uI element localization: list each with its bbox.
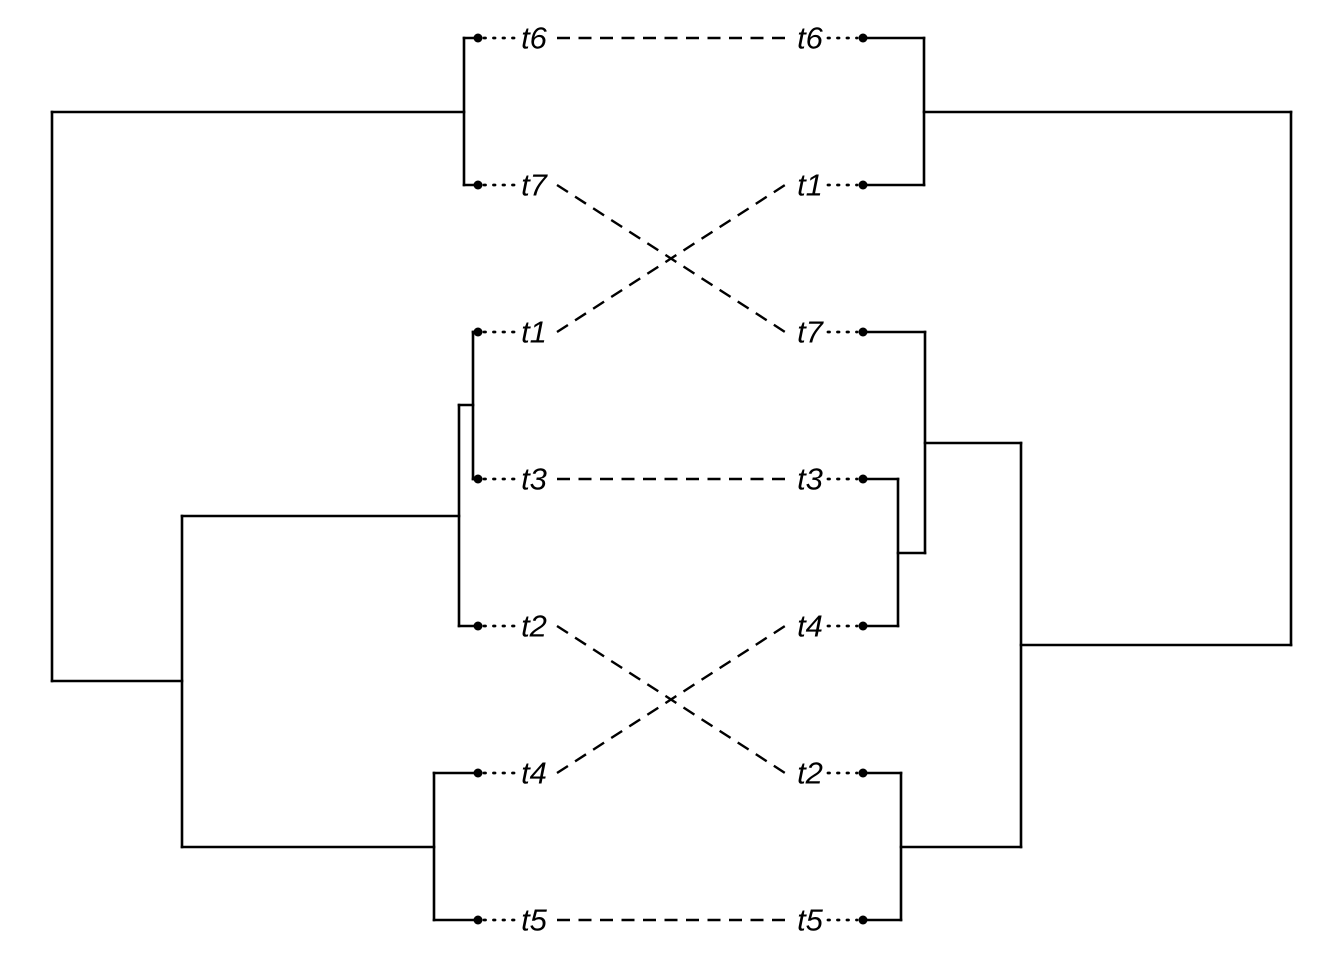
left-tip-label-t2: t2 — [521, 609, 547, 644]
right-tip-label-t5: t5 — [797, 903, 824, 938]
right-tip-dot-t6 — [858, 33, 868, 43]
association-link-t4 — [556, 624, 786, 775]
left-tip-dot-t3 — [473, 474, 483, 484]
association-link-t1 — [556, 183, 786, 334]
right-tip-label-t1: t1 — [797, 168, 823, 203]
right-tip-label-t2: t2 — [797, 756, 823, 791]
left-tip-dot-t6 — [473, 33, 483, 43]
left-tip-dot-t7 — [473, 180, 483, 190]
left-tip-label-t3: t3 — [521, 462, 547, 497]
tip-labels-layer: t6 t7 t1 t3 t2 t4 t5 t6 t1 t7 t3 t4 t2 t5 — [521, 21, 825, 938]
left-tip-label-t4: t4 — [521, 756, 547, 791]
right-tip-dot-t4 — [858, 621, 868, 631]
right-tip-label-t3: t3 — [797, 462, 823, 497]
right-tip-dot-t7 — [858, 327, 868, 337]
left-tip-dot-t1 — [473, 327, 483, 337]
right-tip-dot-t1 — [858, 180, 868, 190]
right-tip-label-t4: t4 — [797, 609, 823, 644]
right-tip-label-t6: t6 — [797, 21, 824, 56]
left-tip-dot-t4 — [473, 768, 483, 778]
right-tip-dot-t3 — [858, 474, 868, 484]
left-tip-label-t6: t6 — [521, 21, 548, 56]
tip-dots-layer — [473, 33, 868, 925]
left-tip-label-t1: t1 — [521, 315, 547, 350]
association-links-layer — [556, 36, 786, 922]
right-tip-label-t7: t7 — [797, 315, 825, 350]
left-tip-label-t7: t7 — [521, 168, 549, 203]
left-tip-dot-t2 — [473, 621, 483, 631]
left-tip-dot-t5 — [473, 915, 483, 925]
right-tip-dot-t5 — [858, 915, 868, 925]
left-tip-label-t5: t5 — [521, 903, 548, 938]
right-tip-dot-t2 — [858, 768, 868, 778]
